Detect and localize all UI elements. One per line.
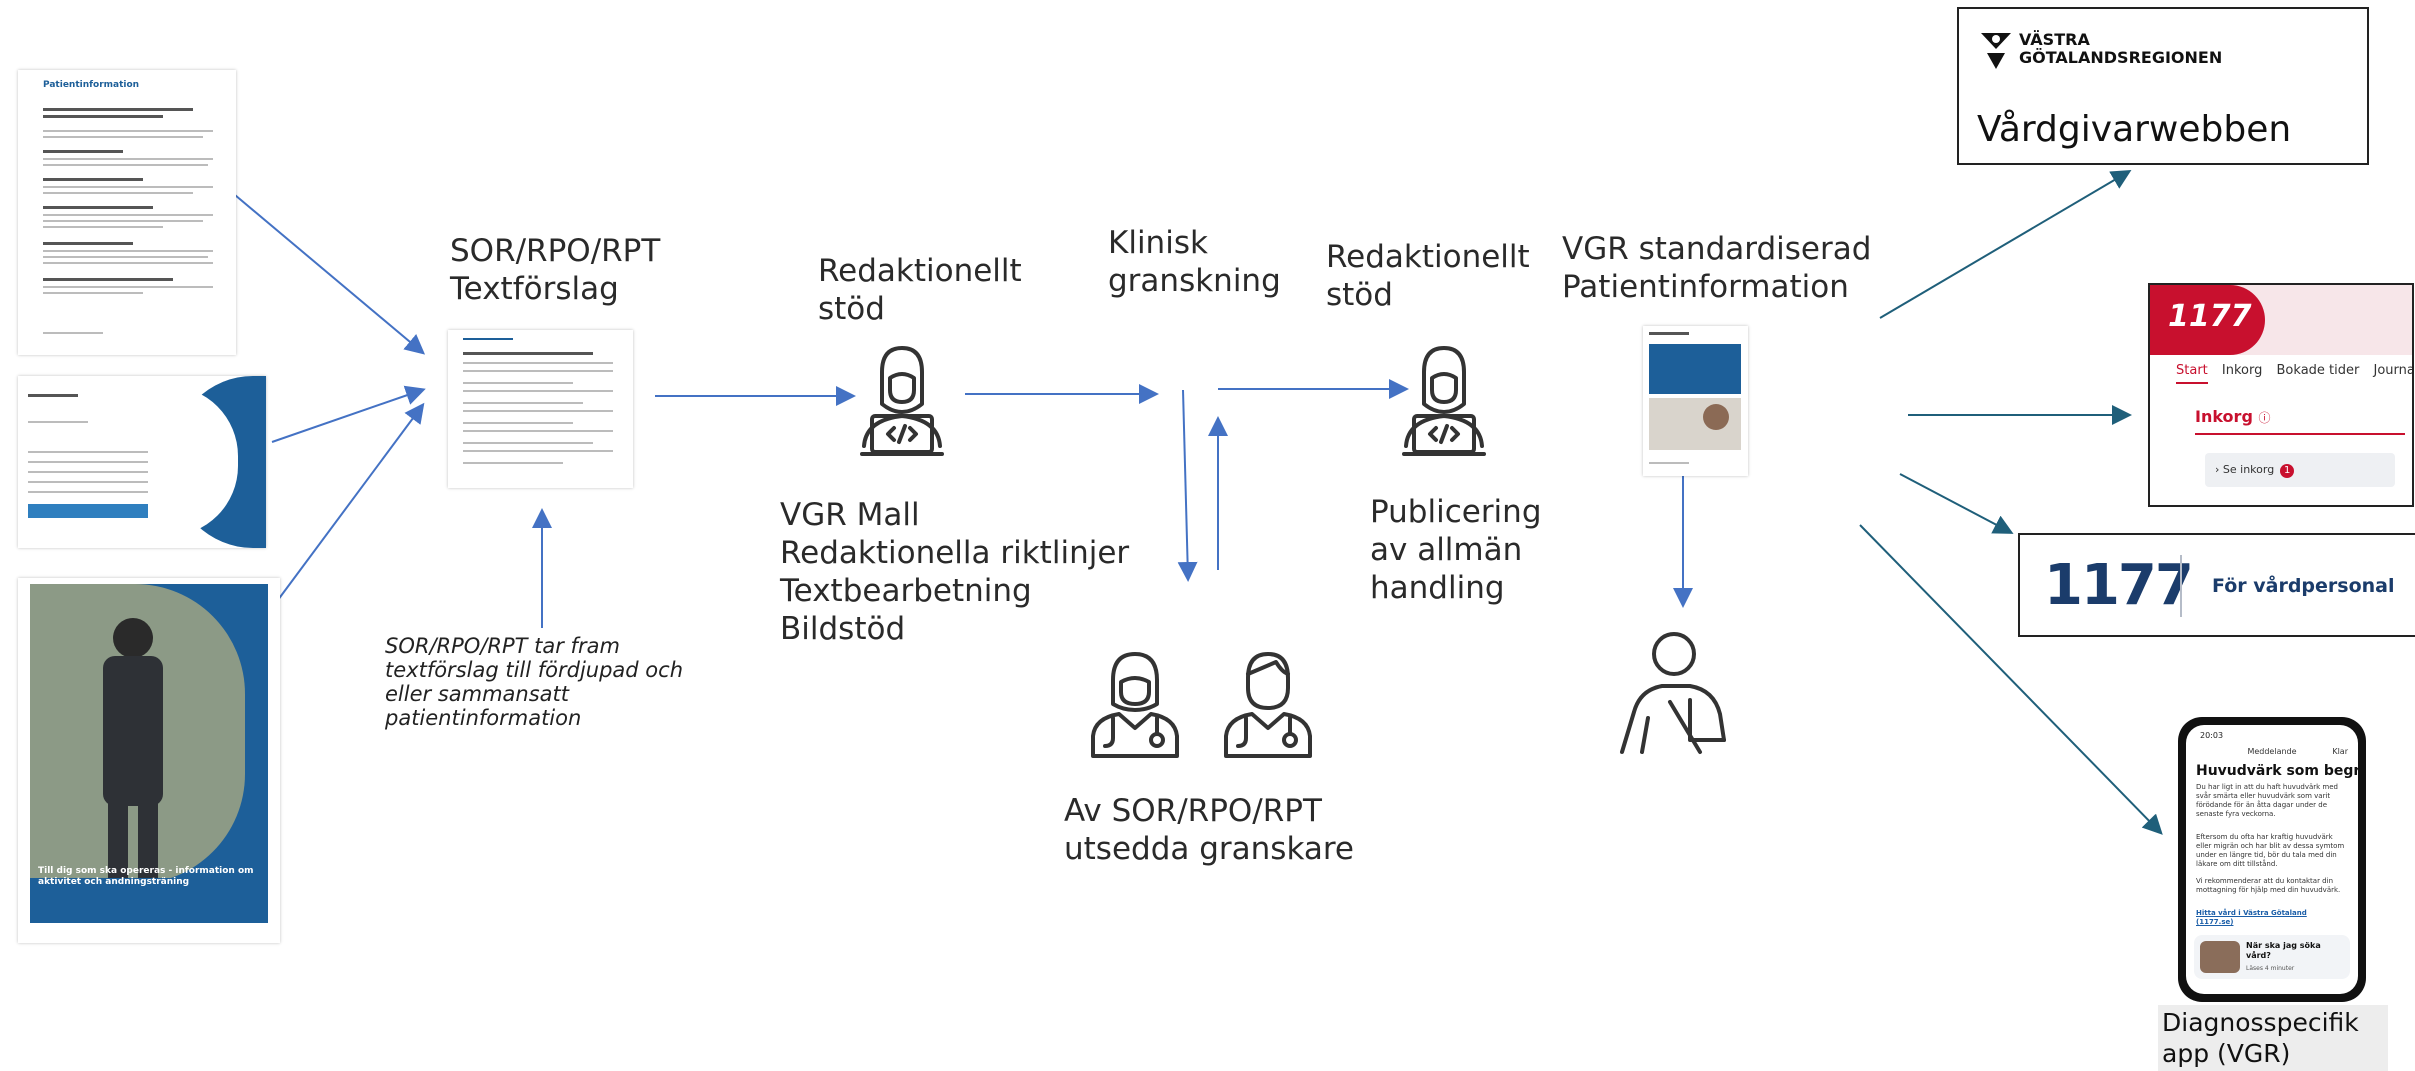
1177-inkorg-card[interactable]: 1177 Start Inkorg Bokade tider Journalen…: [2148, 283, 2414, 507]
standard-patientinformation-document: [1643, 326, 1748, 476]
vgr-brand-name: VÄSTRA GÖTALANDSREGIONEN: [2019, 30, 2223, 67]
redaktionellt-stod-label-1: Redaktionellt stöd: [818, 253, 1022, 327]
developer-icon-1: [860, 346, 944, 456]
arrow-doc3-to-textforslag: [271, 402, 425, 609]
separator: [2180, 555, 2182, 617]
redaktionellt-stod-label-2: Redaktionellt stöd: [1326, 239, 1530, 313]
1177-vardpersonal-card[interactable]: 1177 För vårdpersonal: [2018, 533, 2415, 637]
source-document-2: [18, 376, 266, 548]
app-label: Diagnosspecifik app (VGR): [2158, 1005, 2388, 1071]
app-phone[interactable]: 20:03 Meddelande Klar Huvudvärk som begr…: [2178, 717, 2366, 1002]
phone-paragraph-3: Vi rekommenderar att du kontaktar din mo…: [2196, 877, 2341, 894]
arrow-klinisk-down: [1177, 389, 1198, 582]
vardgivarwebben-card[interactable]: VÄSTRA GÖTALANDSREGIONEN Vårdgivarwebben: [1957, 7, 2369, 165]
arrow-doc1-to-textforslag: [234, 194, 426, 355]
tab-journalen[interactable]: Journalen: [2373, 363, 2414, 378]
arrow-to-1177-vardpersonal: [1899, 473, 2014, 534]
phone-close-button[interactable]: Klar: [2332, 747, 2348, 756]
article-image: [2200, 941, 2240, 973]
granskare-label: Av SOR/RPO/RPT utsedda granskare: [1064, 793, 1354, 867]
tab-bokade-tider[interactable]: Bokade tider: [2276, 363, 2360, 378]
1177-tabs: Start Inkorg Bokade tider Journalen E: [2176, 363, 2414, 384]
phone-title: Huvudvärk som begränsar: [2196, 763, 2358, 779]
phone-paragraph-1: Du har ligt in att du haft huvudvärk med…: [2196, 783, 2338, 818]
doc3-caption: Till dig som ska opereras - information …: [38, 866, 254, 887]
vardpersonal-text: För vårdpersonal: [2212, 575, 2395, 597]
1177-vardpersonal-logo: 1177: [2044, 553, 2194, 618]
info-icon: ⓘ: [2258, 411, 2271, 425]
vardgivarwebben-title: Vårdgivarwebben: [1977, 109, 2292, 150]
vgr-logo-icon: [1981, 33, 2011, 69]
klinisk-granskning-label: Klinisk granskning: [1108, 225, 1281, 299]
male-doctor-icon: [1224, 652, 1312, 758]
phone-link[interactable]: Hitta vård i Västra Götaland (1177.se): [2196, 909, 2307, 926]
textforslag-document: [448, 330, 633, 488]
inkorg-count-badge: 1: [2280, 464, 2295, 478]
inkorg-heading: Inkorg ⓘ: [2195, 407, 2271, 426]
textforslag-label: SOR/RPO/RPT Textförslag: [450, 233, 661, 307]
vgr-mall-label: VGR Mall Redaktionella riktlinjer Textbe…: [780, 497, 1130, 647]
patient-sling-icon: [1620, 632, 1726, 754]
phone-article-card[interactable]: När ska jag söka vård? Läses 4 minuter: [2194, 935, 2350, 979]
phone-header: Meddelande: [2247, 747, 2297, 756]
vgr-standard-label: VGR standardiserad Patientinformation: [1562, 231, 1872, 305]
source-document-3: Till dig som ska opereras - information …: [18, 578, 280, 943]
female-doctor-icon: [1091, 652, 1179, 758]
tab-start[interactable]: Start: [2176, 363, 2208, 384]
developer-icon-2: [1402, 346, 1486, 456]
source-document-1: Patientinformation: [18, 70, 236, 355]
textforslag-note: SOR/RPO/RPT tar fram textförslag till fö…: [385, 634, 684, 730]
phone-paragraph-2: Eftersom du ofta har kraftig huvudvärk e…: [2196, 833, 2345, 868]
1177-logo: 1177: [2150, 285, 2265, 355]
publicering-label: Publicering av allmän handling: [1370, 494, 1542, 606]
arrow-to-vardgivarwebben: [1879, 169, 2132, 319]
article-read-time: Läses 4 minuter: [2246, 965, 2295, 972]
tab-inkorg[interactable]: Inkorg: [2221, 363, 2263, 378]
doc1-heading: Patientinformation: [43, 80, 140, 90]
app-screen: 20:03 Meddelande Klar Huvudvärk som begr…: [2186, 725, 2358, 994]
article-title: När ska jag söka vård?: [2246, 941, 2321, 960]
arrow-doc2-to-textforslag: [271, 385, 426, 443]
phone-time: 20:03: [2200, 731, 2224, 740]
